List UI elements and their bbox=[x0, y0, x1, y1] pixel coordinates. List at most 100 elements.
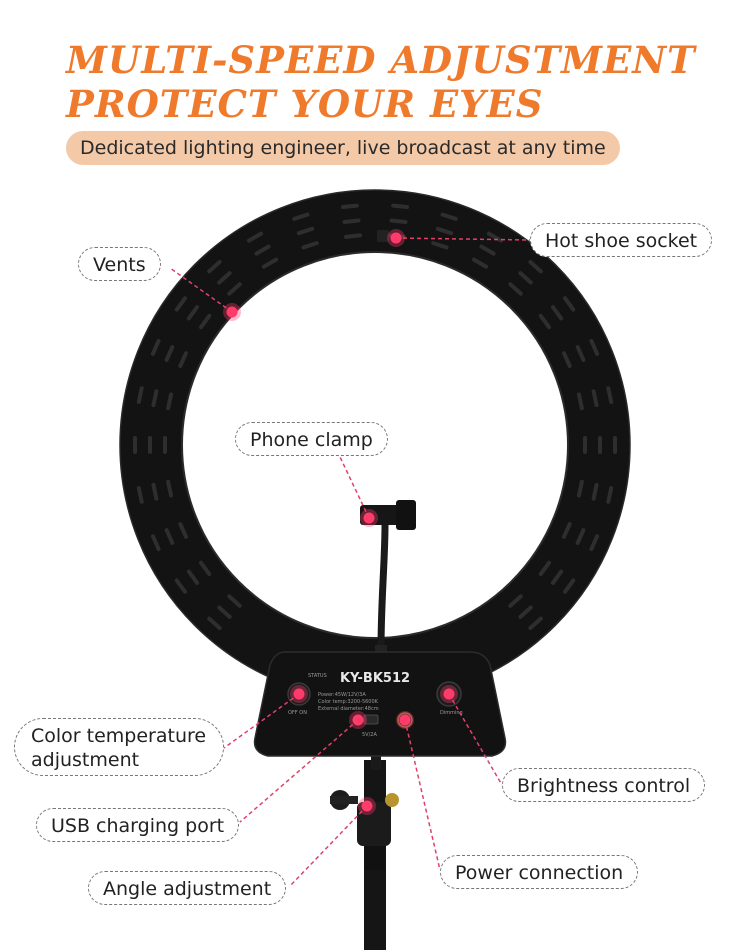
label-vents: Vents bbox=[78, 247, 161, 281]
vent-slot bbox=[538, 313, 552, 330]
vent-slot bbox=[561, 351, 572, 368]
vent-slot bbox=[301, 241, 319, 250]
vent-slot bbox=[576, 392, 584, 411]
vent-slot bbox=[606, 486, 614, 504]
callout-line-power bbox=[404, 719, 441, 871]
vent-slot bbox=[508, 594, 523, 608]
vent-slot bbox=[563, 578, 576, 594]
vent-slot bbox=[589, 338, 600, 356]
gooseneck bbox=[377, 521, 389, 654]
vent-slot bbox=[151, 482, 159, 501]
vent-slot bbox=[550, 569, 564, 585]
vent-slot bbox=[227, 282, 242, 296]
vent-slot bbox=[186, 305, 200, 321]
vent-slot bbox=[561, 522, 572, 539]
vent-slot bbox=[227, 594, 242, 608]
model-text: KY-BK512 bbox=[340, 671, 410, 686]
vent-slot bbox=[435, 226, 454, 236]
status-label: STATUS bbox=[308, 673, 327, 679]
vent-slot bbox=[598, 436, 602, 454]
vent-slot bbox=[207, 259, 222, 274]
vent-slot bbox=[178, 522, 189, 539]
vent-slot bbox=[246, 231, 264, 243]
vent-slot bbox=[207, 616, 222, 631]
vent-slot bbox=[528, 259, 543, 274]
vent-slot bbox=[613, 436, 617, 454]
vent-slot bbox=[479, 244, 496, 256]
vent-slot bbox=[342, 218, 361, 224]
vent-slot bbox=[150, 338, 161, 356]
vent-slot bbox=[166, 392, 174, 411]
callout-line-phone-clamp bbox=[339, 456, 370, 519]
vent-slot bbox=[148, 436, 152, 454]
ring-inner-edge bbox=[181, 251, 569, 639]
vent-slot bbox=[164, 345, 175, 362]
vent-slot bbox=[538, 560, 552, 577]
callout-line-brightness bbox=[448, 693, 503, 786]
vent-slot bbox=[174, 578, 187, 594]
vent-slot bbox=[589, 534, 600, 552]
vent-slot bbox=[471, 257, 489, 269]
usb-port bbox=[363, 714, 379, 725]
label-phone-clamp: Phone clamp bbox=[235, 422, 388, 456]
vent-slot bbox=[528, 616, 543, 631]
label-color-temperature-line-2: adjustment bbox=[31, 749, 140, 771]
vent-slot bbox=[217, 605, 232, 619]
vent-slot bbox=[133, 436, 137, 454]
vent-slot bbox=[163, 436, 167, 454]
vent-slot bbox=[136, 486, 144, 504]
vent-slot bbox=[518, 605, 533, 619]
vent-slot bbox=[550, 305, 564, 321]
vent-slot bbox=[178, 351, 189, 368]
marker-dots bbox=[223, 229, 458, 815]
label-brightness-control: Brightness control bbox=[502, 768, 706, 802]
vent-slot bbox=[583, 436, 587, 454]
vent-slot bbox=[389, 218, 408, 224]
vent-slot bbox=[150, 534, 161, 552]
dimming-label: Dimming bbox=[440, 710, 463, 716]
label-angle-adjustment: Angle adjustment bbox=[88, 871, 287, 905]
usb-port-label: 5V/2A bbox=[362, 732, 377, 738]
vent-slot bbox=[292, 212, 310, 221]
vent-slot bbox=[518, 271, 533, 285]
label-hot-shoe-socket: Hot shoe socket bbox=[530, 223, 713, 257]
vent-slot bbox=[296, 226, 315, 236]
headline-line-2: PROTECT YOUR EYES bbox=[66, 82, 544, 126]
vent-slot bbox=[174, 296, 187, 312]
vent-slot bbox=[563, 296, 576, 312]
label-color-temperature-line-1: Color temperature bbox=[31, 725, 207, 747]
control-box bbox=[253, 651, 507, 757]
vent-slot bbox=[136, 386, 144, 404]
spec-line-3: External diameter:48cm bbox=[318, 706, 379, 712]
spec-line-1: Power:45W/12V/3A bbox=[318, 692, 366, 698]
vent-slot bbox=[591, 482, 599, 501]
subtitle-pill: Dedicated lighting engineer, live broadc… bbox=[66, 131, 620, 165]
label-color-temperature: Color temperature adjustment bbox=[14, 718, 224, 776]
phone-clamp-jaw bbox=[396, 500, 416, 530]
vent-slot bbox=[575, 345, 586, 362]
vent-slot bbox=[166, 479, 174, 498]
headline-line-1: MULTI-SPEED ADJUSTMENT bbox=[66, 38, 696, 82]
vent-slot bbox=[440, 212, 458, 221]
switch-label: OFF ON bbox=[288, 710, 307, 716]
hot-shoe-mount bbox=[377, 230, 389, 242]
vent-slot bbox=[508, 282, 523, 296]
vent-slot bbox=[261, 257, 279, 269]
vent-slot bbox=[391, 203, 410, 210]
vent-slot bbox=[486, 231, 504, 243]
callout-line-hot-shoe bbox=[395, 237, 531, 241]
callout-line-usb bbox=[239, 719, 359, 823]
vent-slot bbox=[591, 389, 599, 408]
vent-slot bbox=[340, 203, 359, 210]
callout-line-vents bbox=[169, 267, 233, 313]
vent-slot bbox=[344, 233, 363, 239]
vent-slot bbox=[164, 528, 175, 545]
vent-slot bbox=[198, 313, 212, 330]
callout-line-angle bbox=[289, 805, 368, 887]
label-usb-charging-port: USB charging port bbox=[36, 808, 240, 842]
vent-slot bbox=[575, 528, 586, 545]
vent-slot bbox=[151, 389, 159, 408]
spec-line-2: Color temp:3200-5600K bbox=[318, 699, 379, 705]
vent-slots bbox=[133, 203, 617, 631]
